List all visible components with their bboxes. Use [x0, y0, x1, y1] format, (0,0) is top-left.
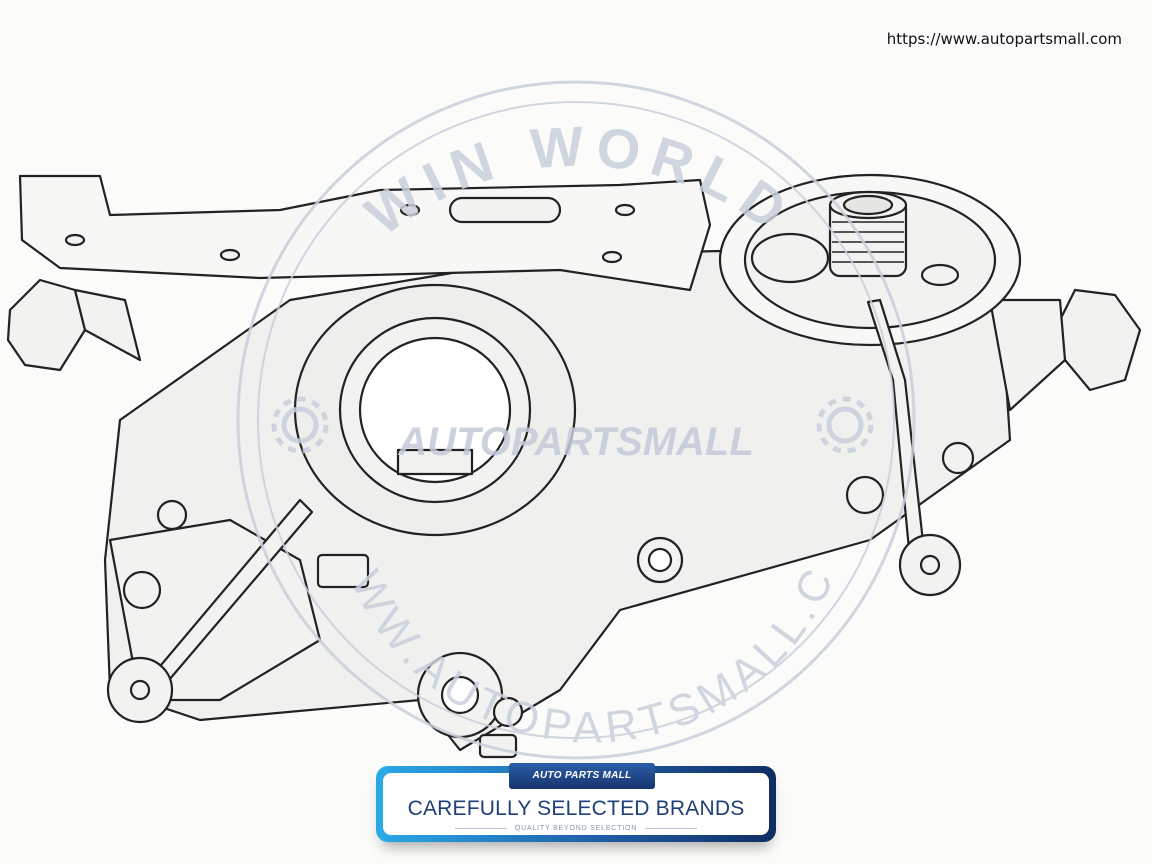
banner-subline: QUALITY BEYOND SELECTION	[383, 825, 769, 832]
banner-headline: CAREFULLY SELECTED BRANDS	[407, 797, 745, 820]
watermark-logo-text: AUTOPARTSMALL	[397, 420, 754, 464]
gear-icon	[816, 396, 874, 454]
brand-banner: AUTO PARTS MALL CAREFULLY SELECTED BRAND…	[376, 763, 776, 842]
gear-icon	[271, 396, 329, 454]
part-lineart	[6, 173, 1142, 759]
website-url: https://www.autopartsmall.com	[886, 30, 1122, 48]
brand-logo-tab: AUTO PARTS MALL	[509, 763, 655, 789]
banner-inner: AUTO PARTS MALL CAREFULLY SELECTED BRAND…	[383, 763, 769, 835]
